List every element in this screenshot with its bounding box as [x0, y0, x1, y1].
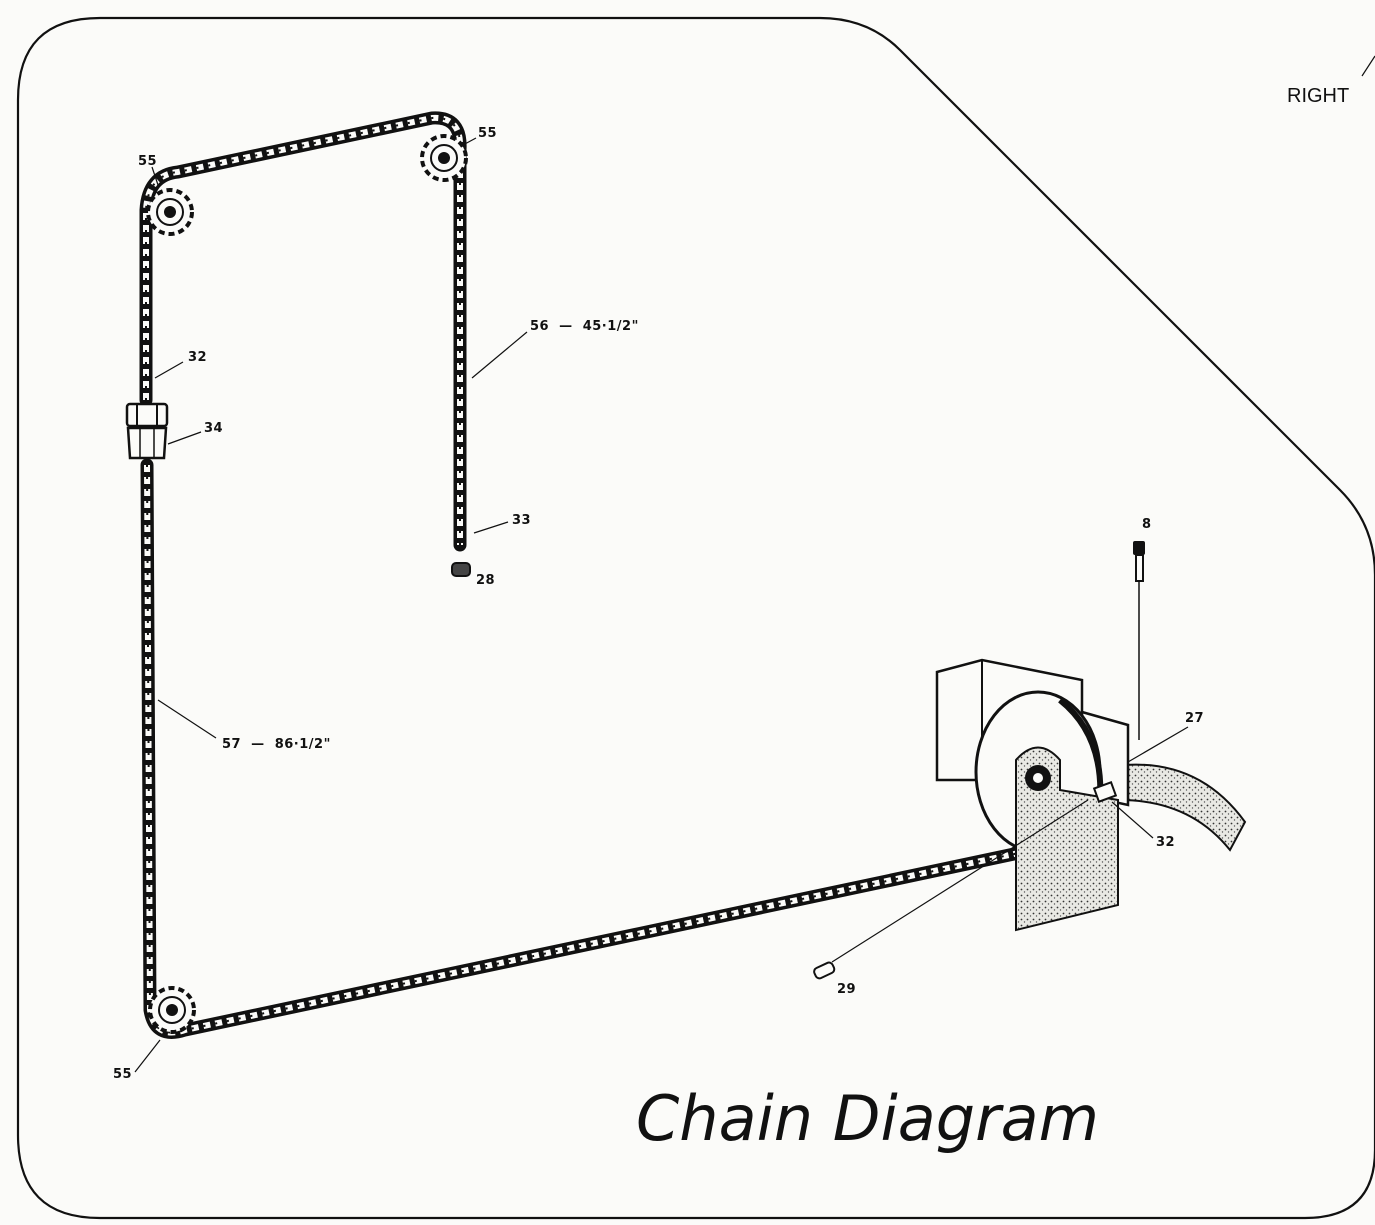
- pulley-assembly: [935, 658, 1247, 932]
- part-28-pin: [451, 562, 471, 577]
- orientation-arrow: [1361, 55, 1375, 77]
- callout-8: 8: [1142, 517, 1152, 532]
- callout-32-lower: 32: [1156, 835, 1175, 850]
- callout-sprocket-top-left: 55: [138, 154, 157, 169]
- callout-chain-57: 57 — 86·1/2": [222, 737, 331, 752]
- part-29-pin: [813, 961, 836, 980]
- diagram-title: Chain Diagram: [636, 1082, 1099, 1155]
- callout-chain-56: 56 — 45·1/2": [530, 319, 639, 334]
- callout-28: 28: [476, 573, 495, 588]
- callout-32-upper: 32: [188, 350, 207, 365]
- sprocket-top-left: [146, 188, 194, 236]
- part-8-bolt: [1133, 541, 1145, 740]
- callout-34: 34: [204, 421, 223, 436]
- turnbuckle: [125, 402, 169, 460]
- orientation-label: RIGHT: [1287, 85, 1349, 107]
- sprocket-bottom-left: [148, 986, 196, 1034]
- sprocket-top-right: [420, 134, 468, 182]
- callout-33: 33: [512, 513, 531, 528]
- callout-sprocket-top-right: 55: [478, 126, 497, 141]
- callout-sprocket-bottom-left: 55: [113, 1067, 132, 1082]
- leader-lines: [134, 137, 1189, 1073]
- callout-29: 29: [837, 982, 856, 997]
- chain-56: [139, 111, 467, 552]
- callout-27: 27: [1185, 711, 1204, 726]
- sheet-border: [16, 16, 1375, 1220]
